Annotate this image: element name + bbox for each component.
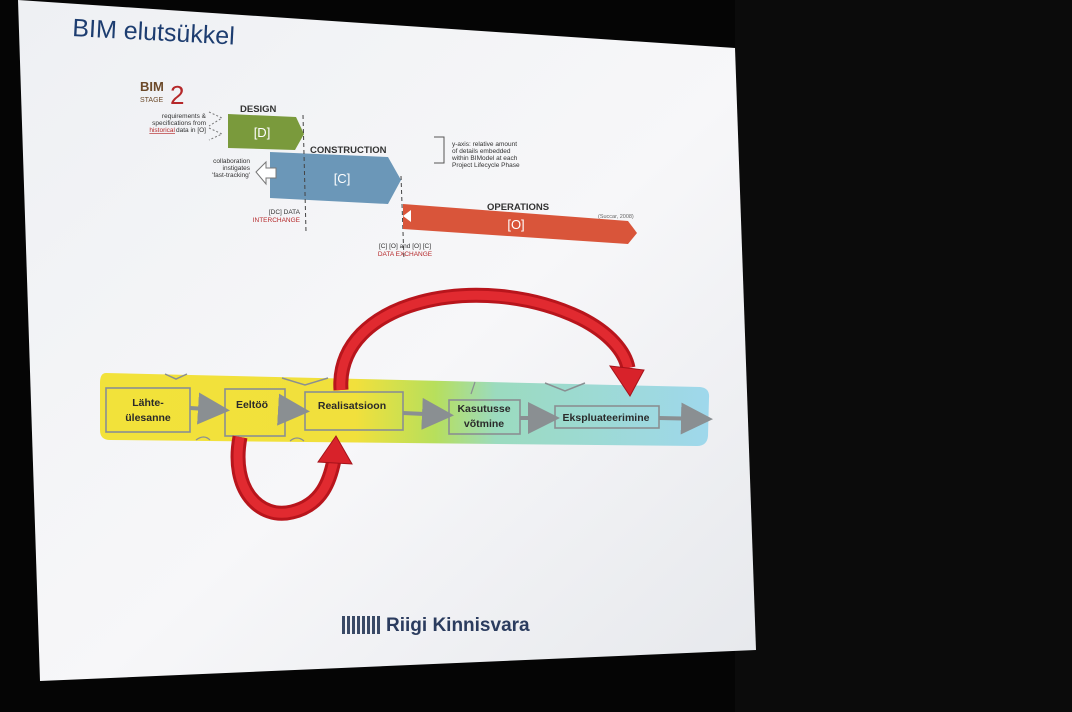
operations-heading: OPERATIONS [487, 202, 549, 213]
dc-note-line2: INTERCHANGE [253, 217, 301, 224]
co-note-line2: DATA EXCHANGE [378, 251, 433, 258]
bim-logo-word: BIM [140, 79, 164, 94]
collaboration-note: collaboration instigates 'fast-tracking' [212, 158, 251, 179]
operations-back-arrow-icon [403, 210, 411, 222]
svg-text:Project Lifecycle Phase: Project Lifecycle Phase [452, 162, 520, 169]
requirements-note: requirements & specifications from histo… [149, 113, 206, 134]
loop-mark [289, 437, 305, 442]
design-phase-box [228, 114, 304, 150]
flow-arrow [189, 392, 230, 425]
chevron-down-icon [164, 373, 188, 380]
svg-text:collaboration: collaboration [213, 158, 250, 165]
red-arrowhead-icon [608, 365, 645, 397]
operations-box-label: [O] [507, 217, 524, 232]
loop-mark [195, 436, 211, 441]
svg-text:specifications from: specifications from [152, 120, 206, 127]
y-axis-note: y-axis: relative amount of details embed… [451, 141, 520, 169]
design-heading: DESIGN [240, 104, 277, 115]
dc-dashed-line [302, 114, 307, 233]
construction-box-label: [C] [334, 171, 351, 186]
chevron-down-icon [544, 382, 586, 392]
slide-surface [18, 0, 756, 681]
step-realisatsioon: Realisatsioon [318, 400, 386, 412]
feedback-arc-top-highlight [336, 290, 633, 391]
logo-bars-icon [342, 616, 380, 634]
construction-heading: CONSTRUCTION [310, 145, 387, 156]
svg-text:'fast-tracking': 'fast-tracking' [212, 172, 250, 179]
step-kasutusse-line1: Kasutusse [457, 403, 510, 415]
co-dashed-line [400, 175, 405, 261]
flow-arrow [658, 402, 713, 435]
flow-arrow [277, 393, 310, 426]
dark-room-background [735, 0, 1072, 712]
co-note-line1: [C] [O] and [O] [C] [379, 243, 431, 250]
riigi-kinnisvara-logo: Riigi Kinnisvara [342, 615, 530, 636]
svg-text:historical: historical [149, 127, 175, 134]
fast-tracking-arrow-icon [255, 160, 277, 186]
svg-text:data in [O]: data in [O] [176, 127, 206, 134]
footer-logo-text: Riigi Kinnisvara [386, 615, 530, 636]
chevron-down-icon [281, 377, 329, 386]
bim-stage-logo: BIM STAGE 2 [140, 79, 184, 110]
svg-text:instigates: instigates [223, 165, 251, 172]
dc-note-line1: [DC] DATA [269, 209, 301, 216]
feedback-arc-bottom-highlight [233, 436, 339, 518]
step-kasutusse-line2: võtmine [464, 418, 504, 430]
bim-logo-stage: STAGE [140, 97, 164, 104]
design-box-label: [D] [254, 125, 271, 140]
requirements-dashed-arrows [208, 111, 224, 141]
operations-phase-box [403, 204, 637, 244]
y-axis-bracket [434, 136, 445, 164]
svg-text:of details embedded: of details embedded [452, 148, 511, 155]
step-ekspluateerimine: Ekspluateerimine [563, 412, 650, 424]
flow-arrow [402, 397, 454, 430]
bim-logo-number: 2 [170, 80, 184, 110]
tick-mark [470, 381, 476, 395]
svg-text:within BIModel at each: within BIModel at each [451, 155, 518, 162]
step-lahteulesanne-line1: Lähte- [132, 397, 164, 409]
red-arrowhead-icon [317, 435, 353, 465]
step-lahteulesanne-line2: ülesanne [125, 412, 171, 424]
svg-text:requirements &: requirements & [162, 113, 207, 120]
svg-text:y-axis: relative amount: y-axis: relative amount [452, 141, 517, 148]
step-eeltoo: Eeltöö [236, 399, 268, 411]
construction-phase-box [270, 152, 401, 204]
operations-source: (Succar, 2008) [598, 214, 634, 220]
